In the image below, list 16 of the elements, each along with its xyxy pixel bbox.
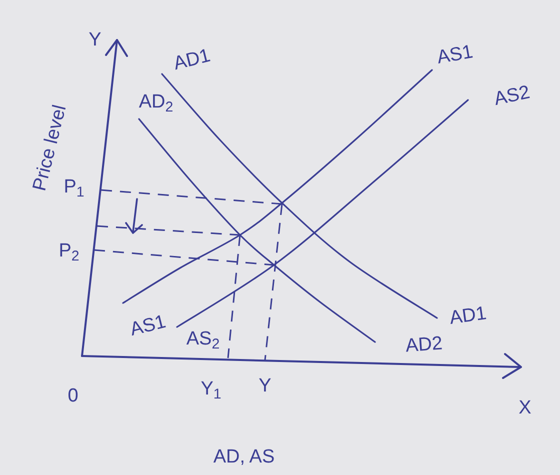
- tick-label: 0: [68, 386, 78, 406]
- tick-label: P$_{2}$: [58, 242, 80, 260]
- curve-label: AS1: [128, 312, 168, 340]
- curve-label: AS$_{2}$: [186, 330, 220, 348]
- curve-label: AS1: [436, 42, 474, 68]
- axis-label: X: [518, 398, 532, 418]
- axis-label: Y: [88, 30, 102, 50]
- tick-label: Y$_{1}$: [200, 380, 222, 398]
- tick-label: P$_{1}$: [64, 178, 84, 196]
- curve-label: AD$_{2}$: [138, 92, 174, 112]
- curve-label: AD1: [172, 46, 212, 74]
- curve-label: AD2: [404, 334, 444, 356]
- axis-label: AD, AS: [213, 448, 275, 466]
- tick-label: Y: [258, 376, 272, 396]
- curve-label: AS2: [492, 82, 532, 110]
- curve-label: AD1: [448, 304, 488, 328]
